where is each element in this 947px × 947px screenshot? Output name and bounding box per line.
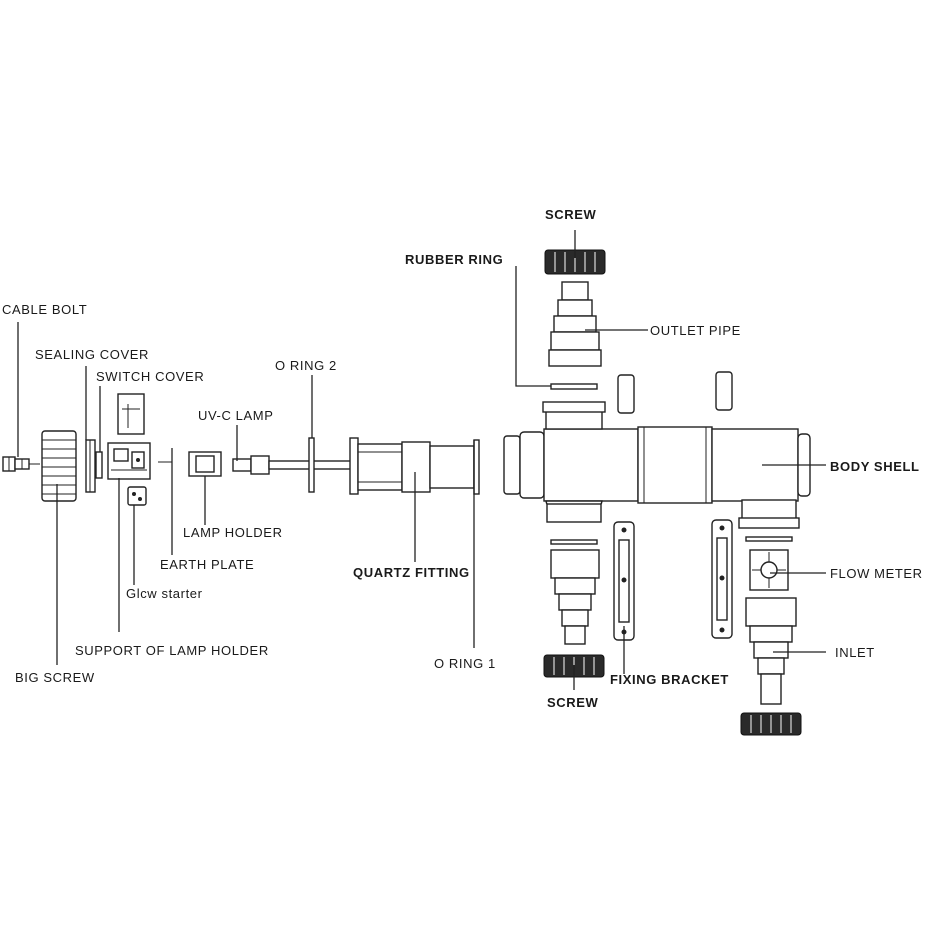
label-earth-plate: EARTH PLATE [160,557,254,572]
label-sealing-cover: SEALING COVER [35,347,149,362]
label-outlet-pipe: OUTLET PIPE [650,323,741,338]
label-flow-meter: FLOW METER [830,566,923,581]
inlet-screw-part [740,712,802,736]
label-body-shell: BODY SHELL [830,459,920,474]
switch-cover-part [117,393,145,435]
leader-lines [17,230,826,690]
support-of-lamp-holder-part [107,442,151,480]
big-screw-part [41,430,77,502]
earth-plate-part [158,448,173,482]
label-lamp-holder: LAMP HOLDER [183,525,283,540]
rubber-ring-part [550,383,598,390]
label-inlet: INLET [835,645,875,660]
label-screw-bottom: SCREW [547,695,599,710]
uvc-lamp-part [232,455,352,475]
label-big-screw: BIG SCREW [15,670,95,685]
glow-starter-part [127,486,147,506]
label-uvc-lamp: UV-C LAMP [198,408,273,423]
outlet-pipe-part [548,281,602,367]
top-screw-part [544,249,606,275]
label-quartz-fitting: QUARTZ FITTING [353,565,470,580]
bottom-pipe-part [550,539,600,645]
o-ring-2-part [308,437,315,493]
label-fixing-bracket: FIXING BRACKET [610,672,729,687]
inlet-part [745,597,797,705]
label-glow-starter: Glcw starter [126,586,203,601]
label-support-of-lamp-holder: SUPPORT OF LAMP HOLDER [75,643,269,658]
label-switch-cover: SWITCH COVER [96,369,204,384]
label-o-ring-1: O RING 1 [434,656,496,671]
sealing-cover-part [85,439,103,493]
o-ring-1-part [473,439,480,495]
fixing-bracket-part [613,519,733,641]
label-cable-bolt: CABLE BOLT [2,302,87,317]
quartz-fitting-part [349,437,475,495]
cable-bolt-part [2,456,40,472]
label-rubber-ring: RUBBER RING [405,252,503,267]
body-shell-part [503,401,811,529]
fixing-bracket-clips [617,371,733,414]
label-screw-top: SCREW [545,207,597,222]
flow-meter-part [745,536,793,591]
label-o-ring-2: O RING 2 [275,358,337,373]
lamp-holder-part [188,451,222,477]
